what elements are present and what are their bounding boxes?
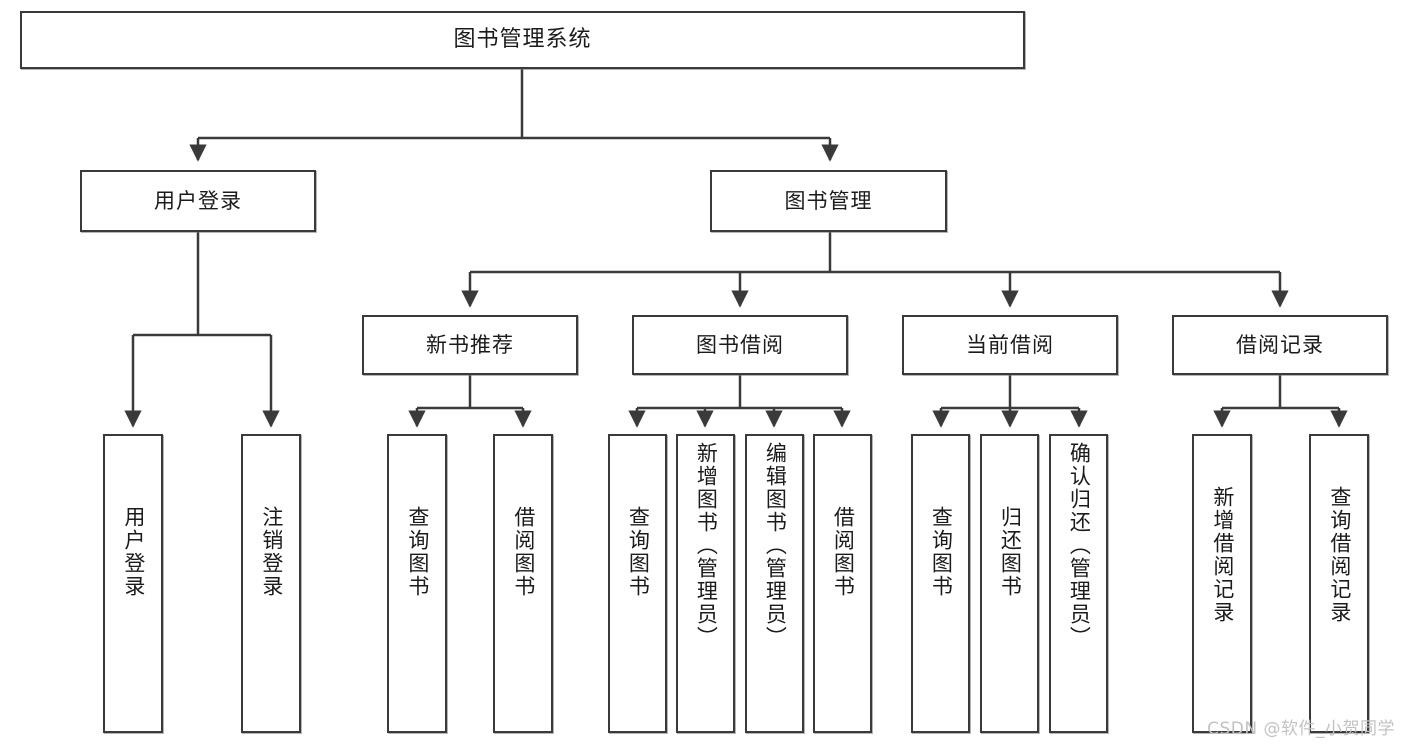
leaf-book-borrow-add-book-admin[interactable]: 新增图书（管理员） xyxy=(676,434,735,733)
node-borrow-record[interactable]: 借阅记录 xyxy=(1172,315,1388,375)
node-label: 借阅图书 xyxy=(831,506,856,598)
node-label: 用户登录 xyxy=(121,506,146,598)
node-book-management[interactable]: 图书管理 xyxy=(710,170,947,232)
node-label: 注销登录 xyxy=(259,506,284,598)
leaf-new-book-borrow-book[interactable]: 借阅图书 xyxy=(493,434,553,733)
node-label: 图书管理系统 xyxy=(453,27,592,53)
node-label: 查询图书 xyxy=(405,506,430,598)
leaf-user-login-login[interactable]: 用户登录 xyxy=(103,434,163,733)
node-root-system[interactable]: 图书管理系统 xyxy=(20,11,1025,69)
node-user-login[interactable]: 用户登录 xyxy=(80,170,316,232)
leaf-borrow-record-query-record[interactable]: 查询借阅记录 xyxy=(1309,434,1369,733)
watermark: CSDN @软件_小贺同学 xyxy=(1207,719,1395,739)
node-label: 归还图书 xyxy=(998,506,1023,598)
node-new-book-recommend[interactable]: 新书推荐 xyxy=(362,315,578,375)
node-label: 新增借阅记录 xyxy=(1210,486,1235,624)
node-label: 图书管理 xyxy=(784,188,873,213)
leaf-book-borrow-borrow-book[interactable]: 借阅图书 xyxy=(813,434,872,733)
leaf-book-borrow-query-book[interactable]: 查询图书 xyxy=(608,434,667,733)
node-label: 借阅记录 xyxy=(1236,332,1324,357)
node-label: 确认归还（管理员） xyxy=(1067,442,1092,649)
node-label: 新增图书（管理员） xyxy=(694,442,719,649)
node-label: 借阅图书 xyxy=(511,506,536,598)
node-current-borrow[interactable]: 当前借阅 xyxy=(902,315,1118,375)
node-label: 新书推荐 xyxy=(426,332,514,357)
node-label: 查询图书 xyxy=(626,506,651,598)
node-label: 用户登录 xyxy=(154,188,242,213)
leaf-new-book-query-book[interactable]: 查询图书 xyxy=(387,434,447,733)
leaf-current-borrow-return-book[interactable]: 归还图书 xyxy=(980,434,1039,733)
node-label: 查询图书 xyxy=(929,506,954,598)
leaf-borrow-record-add-record[interactable]: 新增借阅记录 xyxy=(1192,434,1252,733)
node-label: 图书借阅 xyxy=(696,332,784,357)
node-label: 当前借阅 xyxy=(966,332,1054,357)
node-label: 查询借阅记录 xyxy=(1327,486,1352,624)
leaf-current-borrow-confirm-return-admin[interactable]: 确认归还（管理员） xyxy=(1049,434,1108,733)
leaf-current-borrow-query-book[interactable]: 查询图书 xyxy=(911,434,970,733)
node-book-borrow[interactable]: 图书借阅 xyxy=(632,315,848,375)
leaf-book-borrow-edit-book-admin[interactable]: 编辑图书（管理员） xyxy=(745,434,804,733)
leaf-user-login-logout[interactable]: 注销登录 xyxy=(241,434,301,733)
node-label: 编辑图书（管理员） xyxy=(763,442,788,649)
